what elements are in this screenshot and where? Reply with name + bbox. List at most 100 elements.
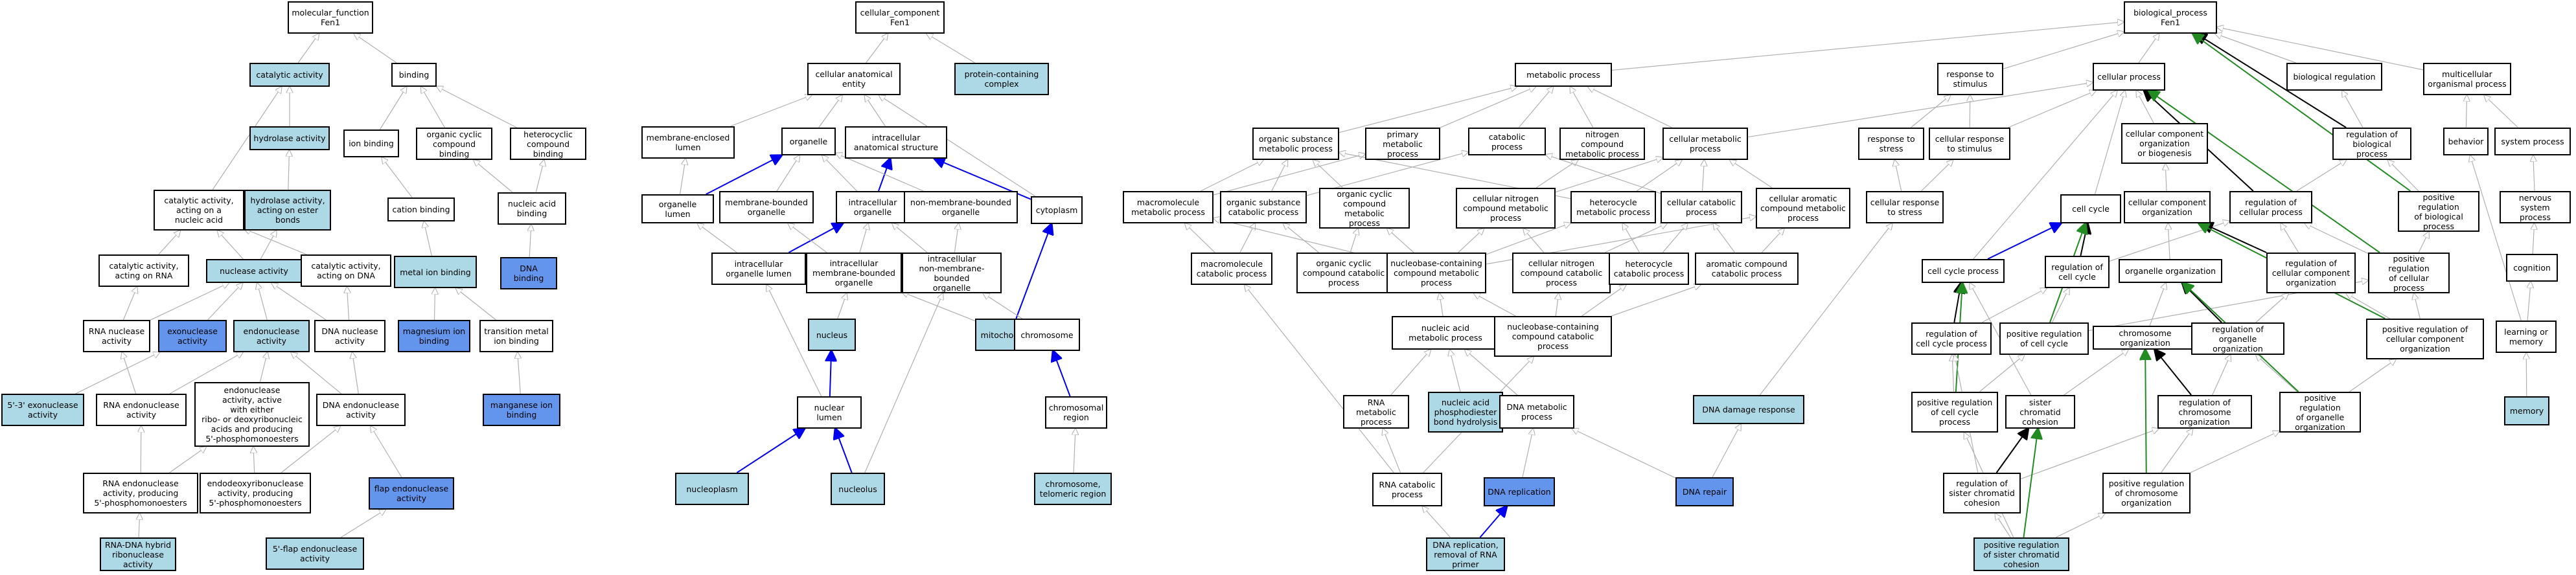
term-node[interactable]: regulation of organelle organization	[2191, 322, 2284, 355]
term-node[interactable]: magnesium ion binding	[398, 320, 470, 352]
term-node[interactable]: cellular nitrogen compound catabolic pro…	[1512, 253, 1611, 293]
term-node[interactable]: nucleus	[808, 319, 856, 351]
term-node[interactable]: RNA endonuclease activity	[96, 394, 187, 426]
term-node[interactable]: nitrogen compound metabolic process	[1559, 128, 1645, 160]
term-node[interactable]: cellular nitrogen compound metabolic pro…	[1456, 188, 1556, 229]
term-node[interactable]: manganese ion binding	[483, 394, 560, 426]
term-node[interactable]: endonuclease activity, active with eithe…	[194, 382, 310, 447]
term-node[interactable]: aromatic compound catabolic process	[1695, 253, 1799, 285]
term-node[interactable]: intracellular non-membrane-bounded organ…	[902, 253, 1002, 293]
term-node[interactable]: organelle organization	[2119, 259, 2222, 283]
term-node[interactable]: positive regulation of biological proces…	[2398, 191, 2479, 232]
term-node[interactable]: binding	[391, 63, 437, 87]
term-node[interactable]: cellular component organization or bioge…	[2121, 123, 2208, 164]
term-node[interactable]: cellular_component Fen1	[855, 1, 945, 34]
term-node[interactable]: non-membrane-bounded organelle	[904, 191, 1018, 223]
term-node[interactable]: macromolecule metabolic process	[1123, 191, 1213, 223]
term-node[interactable]: RNA-DNA hybrid ribonuclease activity	[100, 537, 176, 571]
term-node[interactable]: cellular response to stress	[1866, 191, 1944, 223]
term-node[interactable]: organic cyclic compound catabolic proces…	[1296, 253, 1391, 293]
term-node[interactable]: multicellular organismal process	[2423, 63, 2511, 95]
term-node[interactable]: positive regulation of cellular process	[2368, 253, 2450, 293]
term-node[interactable]: DNA binding	[500, 257, 557, 289]
term-node[interactable]: organic cyclic compound binding	[416, 128, 492, 160]
term-node[interactable]: metabolic process	[1515, 63, 1612, 87]
term-node[interactable]: DNA nuclease activity	[314, 320, 385, 352]
term-node[interactable]: regulation of cellular component organiz…	[2266, 253, 2356, 293]
term-node[interactable]: flap endonuclease activity	[369, 477, 454, 510]
term-node[interactable]: intracellular organelle lumen	[711, 253, 806, 285]
term-node[interactable]: cellular anatomical entity	[807, 63, 901, 95]
term-node[interactable]: response to stimulus	[1937, 63, 2003, 95]
term-node[interactable]: positive regulation of organelle organiz…	[2279, 392, 2361, 433]
term-node[interactable]: organic substance catabolic process	[1220, 191, 1307, 223]
term-node[interactable]: nucleobase-containing compound catabolic…	[1494, 316, 1612, 357]
term-node[interactable]: DNA replication	[1484, 477, 1555, 506]
term-node[interactable]: organelle	[781, 128, 836, 155]
term-node[interactable]: cation binding	[387, 197, 455, 221]
term-node[interactable]: regulation of chromosome organization	[2157, 395, 2252, 429]
term-node[interactable]: positive regulation of sister chromatid …	[1973, 537, 2069, 571]
term-node[interactable]: positive regulation of cellular componen…	[2366, 319, 2484, 359]
term-node[interactable]: positive regulation of cell cycle proces…	[1911, 392, 1998, 433]
term-node[interactable]: catalytic activity	[249, 63, 330, 87]
term-node[interactable]: heterocyclic compound binding	[510, 128, 586, 160]
term-node[interactable]: catalytic activity, acting on DNA	[301, 254, 391, 287]
term-node[interactable]: nucleic acid metabolic process	[1392, 316, 1499, 350]
term-node[interactable]: cellular catabolic process	[1661, 191, 1742, 223]
term-node[interactable]: nucleoplasm	[675, 473, 749, 505]
term-node[interactable]: regulation of cell cycle	[2045, 256, 2110, 288]
term-node[interactable]: intracellular membrane-bounded organelle	[806, 253, 902, 293]
term-node[interactable]: 5'-3' exonuclease activity	[1, 394, 84, 426]
term-node[interactable]: RNA catabolic process	[1372, 473, 1442, 506]
term-node[interactable]: intracellular organelle	[836, 191, 910, 223]
term-node[interactable]: nucleolus	[831, 473, 885, 505]
term-node[interactable]: DNA endonuclease activity	[316, 394, 406, 426]
term-node[interactable]: cellular aromatic compound metabolic pro…	[1756, 188, 1850, 229]
term-node[interactable]: RNA metabolic process	[1343, 395, 1409, 429]
term-node[interactable]: metal ion binding	[394, 256, 477, 288]
term-node[interactable]: hydrolase activity	[249, 126, 330, 150]
term-node[interactable]: positive regulation of cell cycle	[1999, 322, 2089, 355]
term-node[interactable]: membrane-bounded organelle	[719, 191, 814, 223]
term-node[interactable]: behavior	[2443, 128, 2489, 155]
term-node[interactable]: nervous system process	[2500, 191, 2571, 223]
term-node[interactable]: regulation of cellular process	[2229, 191, 2312, 223]
term-node[interactable]: cytoplasm	[1031, 196, 1083, 224]
term-node[interactable]: chromosomal region	[1045, 396, 1107, 429]
term-node[interactable]: chromosome, telomeric region	[1034, 473, 1112, 505]
term-node[interactable]: cellular metabolic process	[1662, 128, 1748, 160]
term-node[interactable]: nucleic acid phosphodiester bond hydroly…	[1428, 392, 1503, 433]
term-node[interactable]: regulation of biological process	[2332, 128, 2411, 160]
term-node[interactable]: DNA metabolic process	[1499, 395, 1574, 429]
term-node[interactable]: endonuclease activity	[233, 320, 310, 352]
term-node[interactable]: protein-containing complex	[954, 63, 1049, 95]
term-node[interactable]: learning or memory	[2496, 321, 2557, 353]
term-node[interactable]: nuclease activity	[206, 259, 302, 283]
term-node[interactable]: catabolic process	[1468, 128, 1546, 155]
term-node[interactable]: chromosome organization	[2093, 326, 2198, 350]
term-node[interactable]: regulation of cell cycle process	[1911, 322, 1992, 355]
term-node[interactable]: nucleobase-containing compound metabolic…	[1386, 253, 1486, 293]
term-node[interactable]: regulation of sister chromatid cohesion	[1943, 473, 2021, 513]
term-node[interactable]: hydrolase activity, acting on ester bond…	[244, 190, 331, 231]
term-node[interactable]: nuclear lumen	[797, 396, 862, 429]
term-node[interactable]: system process	[2494, 128, 2571, 155]
term-node[interactable]: memory	[2504, 396, 2549, 425]
term-node[interactable]: catalytic activity, acting on RNA	[98, 254, 189, 287]
term-node[interactable]: catalytic activity, acting on a nucleic …	[154, 190, 244, 231]
term-node[interactable]: RNA endonuclease activity, producing 5'-…	[83, 473, 198, 513]
term-node[interactable]: cell cycle	[2060, 194, 2121, 223]
term-node[interactable]: 5'-flap endonuclease activity	[266, 537, 364, 570]
term-node[interactable]: organelle lumen	[641, 194, 714, 223]
term-node[interactable]: molecular_function Fen1	[288, 1, 373, 34]
term-node[interactable]: biological regulation	[2286, 63, 2382, 91]
term-node[interactable]: heterocycle metabolic process	[1570, 191, 1656, 223]
term-node[interactable]: organic cyclic compound metabolic proces…	[1319, 188, 1410, 229]
term-node[interactable]: RNA nuclease activity	[83, 320, 150, 352]
term-node[interactable]: cellular process	[2093, 63, 2165, 91]
term-node[interactable]: DNA repair	[1675, 477, 1734, 506]
term-node[interactable]: sister chromatid cohesion	[2005, 395, 2075, 429]
term-node[interactable]: primary metabolic process	[1365, 128, 1440, 160]
term-node[interactable]: heterocycle catabolic process	[1609, 253, 1689, 285]
